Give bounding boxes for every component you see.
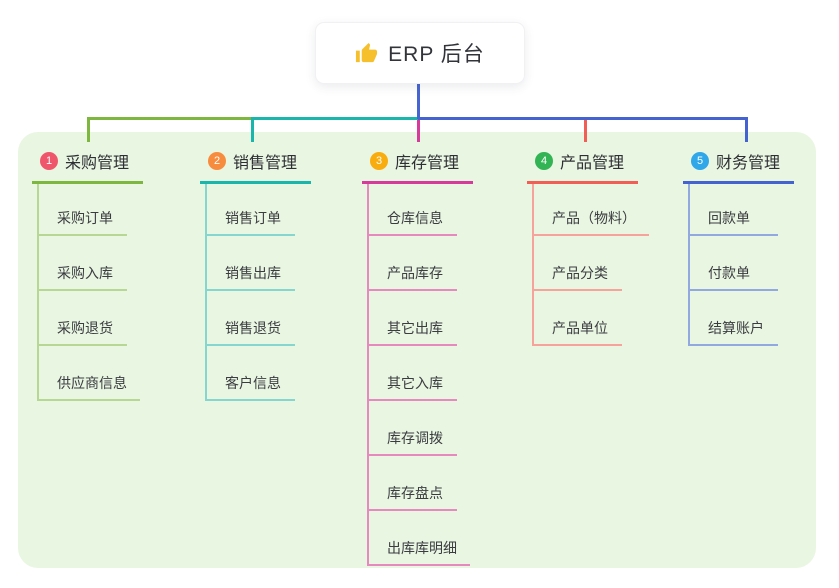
node-label: 产品单位: [552, 320, 608, 336]
branch-1-title-node[interactable]: 1 采购管理: [32, 146, 143, 184]
node-label: 产品库存: [387, 265, 443, 281]
branch-4-number-badge: 4: [535, 152, 553, 170]
mindmap-node[interactable]: 结算账户: [690, 291, 778, 346]
node-label: 客户信息: [225, 375, 281, 391]
branch-2-title-node[interactable]: 2 销售管理: [200, 146, 311, 184]
branch-3-title-node[interactable]: 3 库存管理: [362, 146, 473, 184]
branch-5-title-node[interactable]: 5 财务管理: [683, 146, 794, 184]
mindmap-node[interactable]: 销售出库: [207, 236, 295, 291]
node-label: 结算账户: [708, 320, 764, 336]
branch-product-management: 4 产品管理 产品（物料） 产品分类 产品单位: [527, 146, 649, 346]
branch-finance-management: 5 财务管理 回款单 付款单 结算账户: [683, 146, 794, 346]
branch-1-number-badge: 1: [40, 152, 58, 170]
mindmap-node[interactable]: 产品库存: [369, 236, 457, 291]
branch-5-number-badge: 5: [691, 152, 709, 170]
branch-inventory-management: 3 库存管理 仓库信息 产品库存 其它出库 其它入库 库存调拨 库存盘点 出库库…: [362, 146, 473, 566]
branch-purchase-management: 1 采购管理 采购订单 采购入库 采购退货 供应商信息: [32, 146, 143, 401]
node-label: 产品分类: [552, 265, 608, 281]
mindmap-node[interactable]: 出库库明细: [369, 511, 470, 566]
node-label: 采购入库: [57, 265, 113, 281]
branch-5-title: 财务管理: [716, 155, 781, 172]
branch-2-title: 销售管理: [233, 155, 298, 172]
node-label: 出库库明细: [387, 540, 457, 556]
thumbs-up-icon: [356, 42, 378, 62]
branch-3-title: 库存管理: [395, 155, 460, 172]
node-label: 其它出库: [387, 320, 443, 336]
mindmap-node[interactable]: 采购退货: [39, 291, 127, 346]
mindmap-node[interactable]: 库存调拨: [369, 401, 457, 456]
branch-1-children: 采购订单 采购入库 采购退货 供应商信息: [37, 184, 143, 401]
branch-3-number-badge: 3: [370, 152, 388, 170]
mindmap-node[interactable]: 库存盘点: [369, 456, 457, 511]
node-label: 销售出库: [225, 265, 281, 281]
node-label: 库存盘点: [387, 485, 443, 501]
branch-sales-management: 2 销售管理 销售订单 销售出库 销售退货 客户信息: [200, 146, 311, 401]
mindmap-node[interactable]: 产品（物料）: [534, 184, 649, 236]
node-label: 采购订单: [57, 210, 113, 226]
mindmap-node[interactable]: 仓库信息: [369, 184, 457, 236]
mindmap-node[interactable]: 客户信息: [207, 346, 295, 401]
branch-1-title: 采购管理: [65, 155, 130, 172]
node-label: 供应商信息: [57, 375, 127, 391]
branch-4-children: 产品（物料） 产品分类 产品单位: [532, 184, 649, 346]
mindmap-node[interactable]: 回款单: [690, 184, 778, 236]
node-label: 回款单: [708, 210, 750, 226]
root-node-label: ERP 后台: [388, 43, 485, 66]
root-node[interactable]: ERP 后台: [315, 22, 525, 84]
mindmap-node[interactable]: 产品单位: [534, 291, 622, 346]
node-label: 其它入库: [387, 375, 443, 391]
node-label: 付款单: [708, 265, 750, 281]
mindmap-panel: [18, 132, 816, 568]
mindmap-node[interactable]: 其它出库: [369, 291, 457, 346]
node-label: 库存调拨: [387, 430, 443, 446]
node-label: 产品（物料）: [552, 210, 636, 226]
branch-2-children: 销售订单 销售出库 销售退货 客户信息: [205, 184, 311, 401]
branch-2-number-badge: 2: [208, 152, 226, 170]
mindmap-node[interactable]: 采购入库: [39, 236, 127, 291]
node-label: 销售订单: [225, 210, 281, 226]
mindmap-node[interactable]: 供应商信息: [39, 346, 140, 401]
branch-5-children: 回款单 付款单 结算账户: [688, 184, 794, 346]
branch-4-title-node[interactable]: 4 产品管理: [527, 146, 638, 184]
branch-4-title: 产品管理: [560, 155, 625, 172]
branch-3-children: 仓库信息 产品库存 其它出库 其它入库 库存调拨 库存盘点 出库库明细: [367, 184, 473, 566]
mindmap-node[interactable]: 付款单: [690, 236, 778, 291]
mindmap-node[interactable]: 其它入库: [369, 346, 457, 401]
node-label: 采购退货: [57, 320, 113, 336]
mindmap-node[interactable]: 产品分类: [534, 236, 622, 291]
mindmap-node[interactable]: 采购订单: [39, 184, 127, 236]
mindmap-node[interactable]: 销售订单: [207, 184, 295, 236]
node-label: 销售退货: [225, 320, 281, 336]
node-label: 仓库信息: [387, 210, 443, 226]
mindmap-node[interactable]: 销售退货: [207, 291, 295, 346]
